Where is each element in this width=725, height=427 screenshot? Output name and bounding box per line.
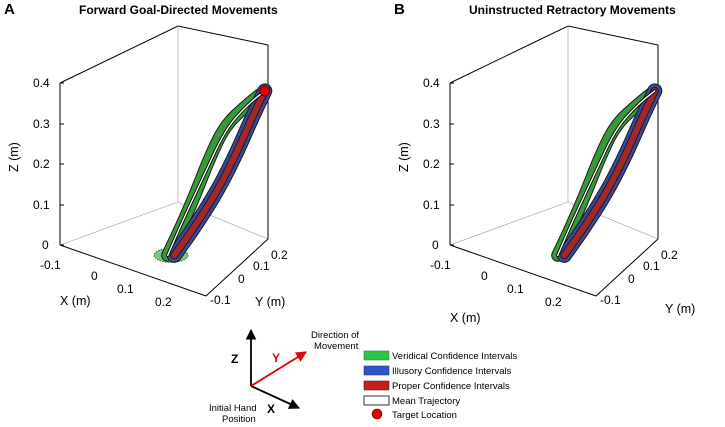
legend-swatch-target <box>371 408 383 420</box>
panel-a-z-label: Z (m) <box>7 142 21 172</box>
panel-b-x-label: X (m) <box>450 311 481 325</box>
key-z-label: Z <box>231 352 238 366</box>
panel-a-label: A <box>4 1 15 18</box>
legend-label-target: Target Location <box>392 410 457 421</box>
panel-b-x-tick-2: 0.1 <box>507 282 524 296</box>
panel-a-y-tick-0: -0.1 <box>210 293 231 307</box>
panel-b-x-tick-1: 0 <box>481 269 488 283</box>
panel-b-z-tick-1: 0.1 <box>423 198 440 212</box>
panel-a-y-label: Y (m) <box>255 295 285 309</box>
panel-b-y-label: Y (m) <box>665 302 695 316</box>
panel-b-proper-band <box>561 87 658 259</box>
panel-b-z-ticks: 0 0.1 0.2 0.3 0.4 <box>423 76 454 252</box>
panel-a-x-tick-3: 0.2 <box>155 295 172 309</box>
key-direction-line2: Movement <box>314 341 359 352</box>
panel-a-x-tick-1: 0 <box>91 269 98 283</box>
panel-a-y-ticks: -0.1 0 0.1 0.2 <box>210 248 288 307</box>
panel-b-y-tick-0: -0.1 <box>600 293 621 307</box>
panel-b-z-label: Z (m) <box>397 142 411 172</box>
panel-a-z-tick-3: 0.3 <box>33 117 50 131</box>
panel-b-y-tick-3: 0.2 <box>661 248 678 262</box>
panel-a-z-tick-2: 0.2 <box>33 157 50 171</box>
key-y-arrow <box>250 351 307 387</box>
key-x-arrow <box>250 385 300 409</box>
panel-b-z-tick-2: 0.2 <box>423 157 440 171</box>
panel-b-mean-line <box>557 90 656 256</box>
panel-a-x-tick-0: -0.1 <box>40 258 61 272</box>
panel-b: B Uninstructed Retractory Movements 0 0.… <box>394 1 695 325</box>
panel-a-trajectories <box>153 83 273 263</box>
panel-a: A Forward Goal-Directed Movements 0 0.1 … <box>4 1 288 309</box>
panel-a-z-tick-1: 0.1 <box>33 198 50 212</box>
legend-label-illusory: Illusory Confidence Intervals <box>392 366 512 377</box>
legend-swatch-illusory <box>363 365 390 376</box>
panel-a-mean-line <box>167 90 266 256</box>
key-x-label: X <box>267 402 275 416</box>
panel-a-x-tick-2: 0.1 <box>117 282 134 296</box>
panel-b-label: B <box>394 1 405 18</box>
panel-a-x-ticks: -0.1 0 0.1 0.2 <box>40 258 172 309</box>
key-initial-line1: Initial Hand <box>209 403 257 414</box>
key-initial-line2: Position <box>222 414 256 425</box>
legend-swatch-veridical <box>363 350 390 361</box>
panel-a-x-label: X (m) <box>60 294 91 308</box>
panel-a-title: Forward Goal-Directed Movements <box>79 3 278 17</box>
panel-b-z-tick-3: 0.3 <box>423 117 440 131</box>
panel-b-x-tick-0: -0.1 <box>430 258 451 272</box>
legend-item-mean: Mean Trajectory <box>363 395 460 407</box>
panel-a-y-tick-2: 0.1 <box>253 259 270 273</box>
panel-a-y-tick-3: 0.2 <box>271 248 288 262</box>
legend-item-target: Target Location <box>371 408 457 421</box>
legend-item-veridical: Veridical Confidence Intervals <box>363 350 517 362</box>
panel-a-z-tick-0: 0 <box>42 238 49 252</box>
legend: Veridical Confidence Intervals Illusory … <box>363 350 517 421</box>
legend-item-illusory: Illusory Confidence Intervals <box>363 365 512 377</box>
panel-a-proper-band <box>171 87 268 259</box>
legend-label-mean: Mean Trajectory <box>392 396 460 407</box>
panel-b-y-ticks: -0.1 0 0.1 0.2 <box>600 248 678 307</box>
panel-a-z-tick-4: 0.4 <box>33 76 50 90</box>
legend-item-proper: Proper Confidence Intervals <box>363 380 510 392</box>
legend-swatch-proper <box>363 380 390 391</box>
key-y-label: Y <box>272 351 280 365</box>
legend-label-veridical: Veridical Confidence Intervals <box>392 351 517 362</box>
panel-a-z-ticks: 0 0.1 0.2 0.3 0.4 <box>33 76 64 252</box>
panel-b-x-ticks: -0.1 0 0.1 0.2 <box>430 258 562 309</box>
legend-swatch-mean <box>363 395 390 406</box>
panel-b-z-tick-4: 0.4 <box>423 76 440 90</box>
panel-b-y-tick-1: 0 <box>628 272 635 286</box>
panel-b-z-tick-0: 0 <box>432 238 439 252</box>
panel-b-y-tick-2: 0.1 <box>643 259 660 273</box>
legend-label-proper: Proper Confidence Intervals <box>392 381 510 392</box>
panel-b-trajectories <box>551 83 663 263</box>
key-direction-line1: Direction of <box>311 330 359 341</box>
axes-key: Z Y X Direction of Movement Initial Hand… <box>209 328 359 425</box>
panel-b-x-tick-3: 0.2 <box>545 295 562 309</box>
panel-b-title: Uninstructed Retractory Movements <box>469 3 676 17</box>
panel-a-y-tick-1: 0 <box>238 272 245 286</box>
panel-a-target-marker <box>259 85 271 97</box>
